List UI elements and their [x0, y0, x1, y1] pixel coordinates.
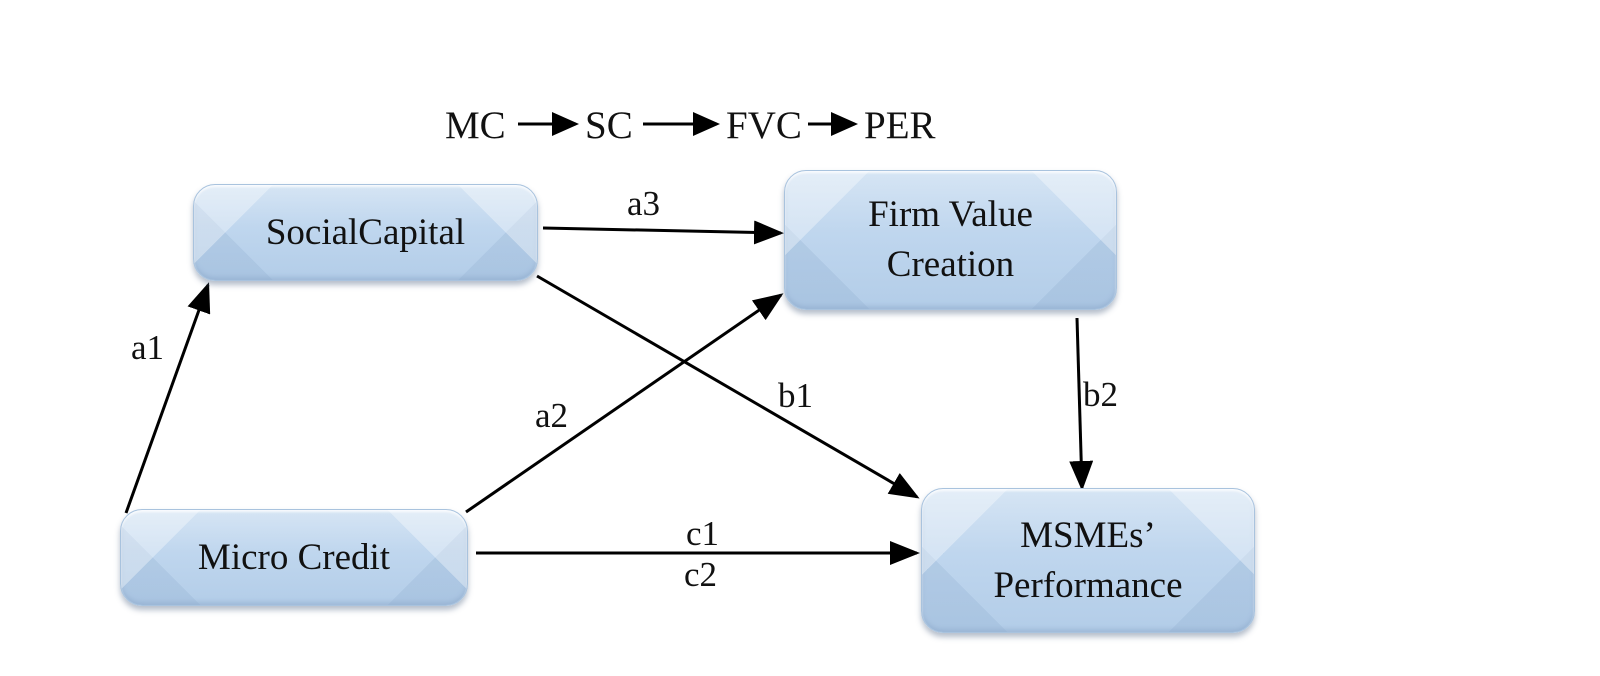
arrow-a1 — [124, 282, 211, 514]
path-label-b1: b1 — [778, 376, 813, 415]
node-firm-value-creation-label: Firm Value Creation — [868, 194, 1033, 285]
path-label-c1: c1 — [686, 514, 720, 553]
chain-mc: MC — [445, 104, 506, 147]
chain-per: PER — [864, 104, 936, 147]
path-label-a1: a1 — [131, 328, 165, 367]
path-label-a3: a3 — [627, 184, 661, 223]
path-label-c2: c2 — [684, 555, 718, 594]
chain-fvc: FVC — [726, 104, 802, 147]
arrow-b1 — [536, 274, 920, 499]
node-micro-credit-label: Micro Credit — [197, 536, 391, 578]
arrow-a3 — [542, 220, 784, 245]
chain-sc: SC — [585, 104, 633, 147]
node-micro-credit: Micro Credit — [120, 509, 468, 606]
node-msmes-performance-label: MSMEs’ Performance — [993, 514, 1183, 606]
node-firm-value-creation: Firm Value Creation — [784, 170, 1117, 310]
node-social-capital-label: SocialCapital — [265, 211, 466, 253]
path-label-b2: b2 — [1083, 375, 1118, 414]
arrow-a2 — [465, 293, 784, 514]
node-msmes-performance: MSMEs’ Performance — [921, 488, 1255, 633]
arrow-b2 — [1069, 317, 1094, 491]
node-social-capital: SocialCapital — [193, 184, 538, 281]
path-label-a2: a2 — [535, 396, 569, 435]
